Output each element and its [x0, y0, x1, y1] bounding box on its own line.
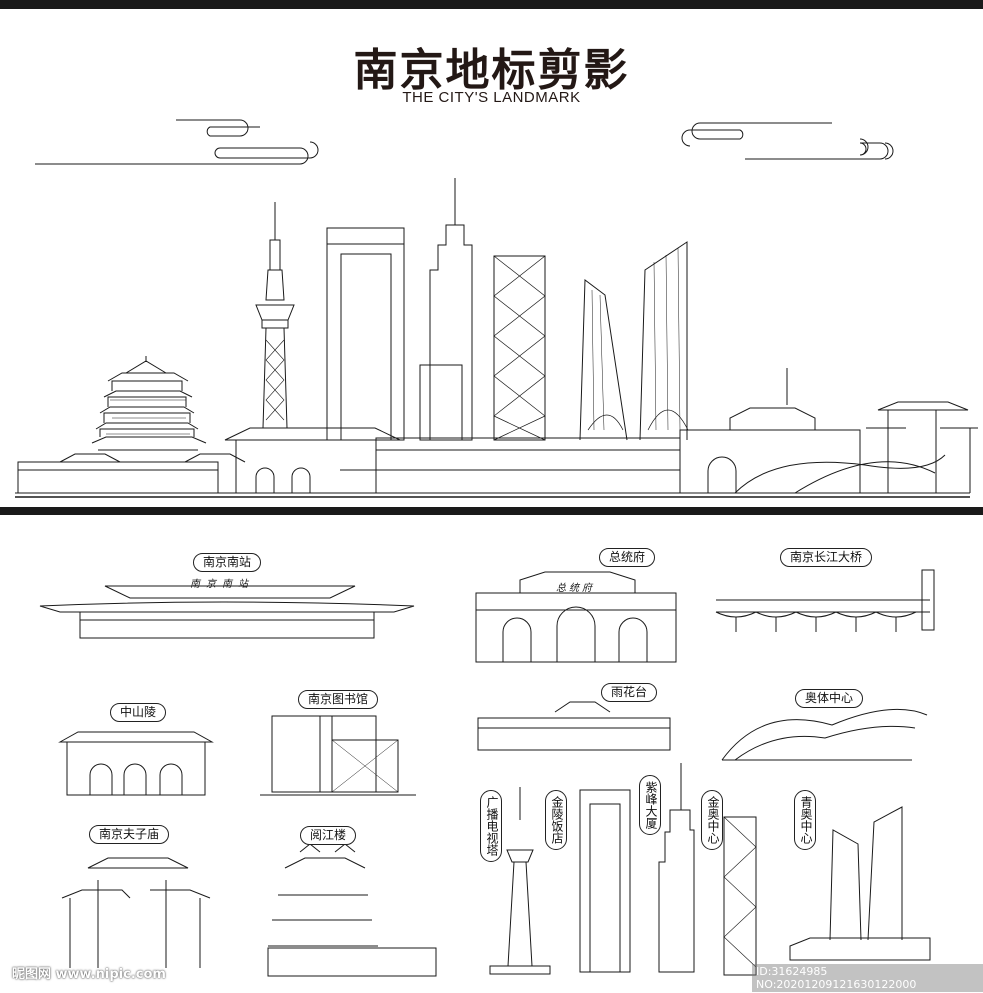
tv-tower-drawing	[489, 787, 551, 975]
jinao-center-skyline	[493, 255, 546, 441]
label-olympic-center: 奥体中心	[795, 689, 864, 708]
zifeng-tower-drawing	[658, 763, 695, 973]
label-zifeng-tower: 紫峰大厦	[639, 775, 661, 835]
confucius-temple-drawing	[61, 857, 211, 968]
south-station-drawing	[39, 585, 415, 639]
yuhuatai-drawing	[477, 701, 671, 751]
presidential-palace-drawing	[475, 571, 677, 663]
label-tv-tower: 广播电视塔	[480, 790, 502, 862]
jinao-center-drawing	[723, 816, 757, 976]
station-sign: 南京南站	[190, 579, 254, 590]
top-bar	[0, 0, 983, 9]
tv-tower-skyline	[255, 202, 295, 429]
yangtze-bridge-drawing	[715, 569, 935, 632]
label-sun-yatsen-mausoleum: 中山陵	[110, 703, 167, 722]
jinling-hotel-drawing	[579, 789, 631, 973]
label-library: 南京图书馆	[298, 690, 379, 709]
cloud-right	[681, 122, 894, 160]
label-yangtze-bridge: 南京长江大桥	[780, 548, 873, 567]
watermark-id: ID:31624985 NO:20201209121630122000	[752, 964, 983, 992]
label-confucius-temple: 南京夫子庙	[89, 825, 170, 844]
page-subtitle: THE CITY'S LANDMARK	[402, 89, 581, 106]
label-jinling-hotel: 金陵饭店	[545, 790, 567, 850]
label-youth-olympic-center: 青奥中心	[794, 790, 816, 850]
watermark-site: 昵图网 www.nipic.com	[12, 967, 166, 982]
cloud-left	[35, 119, 319, 165]
label-jinao-center: 金奥中心	[701, 790, 723, 850]
zifeng-tower-skyline	[419, 178, 473, 441]
sun-yatsen-mausoleum-drawing	[58, 731, 214, 796]
yuejiang-tower-drawing	[267, 843, 437, 977]
label-yuejiang-tower: 阅江楼	[300, 826, 357, 845]
palace-sign: 总统府	[556, 583, 595, 594]
library-drawing	[260, 715, 416, 796]
youth-olympic-center-drawing	[789, 806, 931, 961]
skyline	[15, 178, 978, 498]
jinling-hotel-skyline	[326, 227, 405, 441]
label-yuhuatai: 雨花台	[601, 683, 658, 702]
label-presidential-palace: 总统府	[599, 548, 656, 567]
label-south-station: 南京南站	[193, 553, 262, 572]
separator-bar	[0, 507, 983, 515]
page-title: 南京地标剪影	[353, 45, 630, 96]
olympic-center-drawing	[721, 708, 928, 761]
youth-olympic-skyline	[579, 241, 689, 441]
